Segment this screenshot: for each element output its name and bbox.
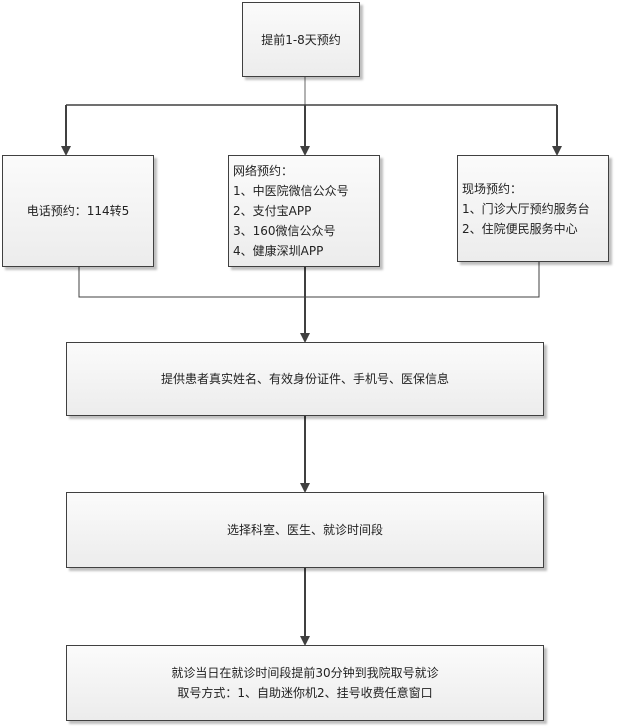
online-item: 2、支付宝APP <box>233 204 312 218</box>
start-box: 提前1-8天预约 <box>242 2 360 77</box>
step-visit-line: 就诊当日在就诊时间段提前30分钟到我院取号就诊 <box>171 666 439 680</box>
online-item: 4、健康深圳APP <box>233 244 324 258</box>
step-visit-line: 取号方式：1、自助迷你机2、挂号收费任意窗口 <box>177 686 433 700</box>
onsite-item: 2、住院便民服务中心 <box>462 221 578 236</box>
online-box: 网络预约： 1、中医院微信公众号 2、支付宝APP 3、160微信公众号 4、健… <box>228 155 380 267</box>
online-item: 1、中医院微信公众号 <box>233 184 349 198</box>
phone-box: 电话预约：114转5 <box>2 155 154 267</box>
online-title: 网络预约： <box>233 164 294 178</box>
step-info-box: 提供患者真实姓名、有效身份证件、手机号、医保信息 <box>66 342 544 416</box>
step-select-box: 选择科室、医生、就诊时间段 <box>66 492 544 568</box>
step-visit-box: 就诊当日在就诊时间段提前30分钟到我院取号就诊 取号方式：1、自助迷你机2、挂号… <box>66 645 544 721</box>
onsite-box: 现场预约： 1、门诊大厅预约服务台 2、住院便民服务中心 <box>457 155 609 262</box>
onsite-title: 现场预约： <box>462 181 523 196</box>
phone-label: 电话预约：114转5 <box>26 204 130 218</box>
connector-merge <box>78 262 540 298</box>
start-label: 提前1-8天预约 <box>261 32 341 47</box>
step-select-label: 选择科室、医生、就诊时间段 <box>226 523 383 537</box>
onsite-item: 1、门诊大厅预约服务台 <box>462 201 590 216</box>
online-item: 3、160微信公众号 <box>233 224 336 238</box>
step-info-label: 提供患者真实姓名、有效身份证件、手机号、医保信息 <box>160 372 449 386</box>
